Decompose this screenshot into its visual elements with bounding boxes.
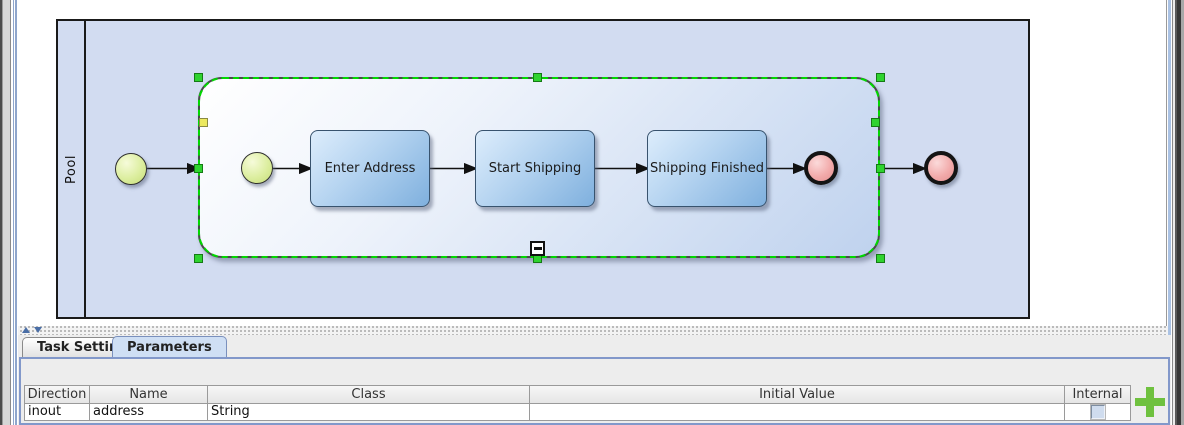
table-row[interactable]: inout address String (24, 404, 1131, 421)
cell-initial-value[interactable] (530, 404, 1065, 421)
selection-handle-n[interactable] (533, 73, 542, 82)
task-label: Shipping Finished (649, 161, 765, 176)
selection-handle-nw[interactable] (194, 73, 203, 82)
selection-handle-w[interactable] (194, 164, 203, 173)
task-label: Enter Address (324, 161, 416, 176)
column-header-direction: Direction (24, 385, 90, 404)
pool-label: Pool (63, 154, 79, 184)
window-frame-left (0, 0, 18, 425)
start-event[interactable] (115, 153, 147, 185)
cell-name[interactable]: address (90, 404, 208, 421)
task-enter-address[interactable]: Enter Address (310, 130, 430, 207)
column-header-initial-value: Initial Value (530, 385, 1065, 404)
task-start-shipping[interactable]: Start Shipping (475, 130, 595, 207)
pool-label-band: Pool (58, 21, 86, 317)
plus-icon (1146, 387, 1154, 417)
connection-anchor[interactable] (199, 118, 208, 127)
task-label: Start Shipping (488, 161, 582, 176)
splitter-collapse-down-icon[interactable] (34, 327, 42, 333)
properties-panel: Task Settings Parameters Direction Name … (18, 335, 1171, 425)
subprocess-start-event[interactable] (241, 152, 273, 184)
selection-handle-se[interactable] (876, 254, 885, 263)
selection-handle-e[interactable] (876, 164, 885, 173)
parameters-table: Direction Name Class Initial Value Inter… (24, 385, 1131, 421)
collapse-subprocess-button[interactable] (530, 241, 545, 256)
internal-checkbox[interactable] (1090, 405, 1105, 419)
cell-direction[interactable]: inout (24, 404, 90, 421)
end-event[interactable] (924, 151, 958, 185)
subprocess-end-event[interactable] (804, 151, 838, 185)
cell-internal[interactable] (1065, 404, 1131, 421)
column-header-internal: Internal (1065, 385, 1131, 404)
splitter-expand-up-icon[interactable] (22, 327, 30, 333)
table-header-row: Direction Name Class Initial Value Inter… (24, 385, 1131, 404)
selection-handle-ne[interactable] (876, 73, 885, 82)
tab-label: Parameters (127, 340, 212, 355)
minus-icon (533, 247, 542, 250)
column-header-name: Name (90, 385, 208, 404)
connection-anchor[interactable] (871, 118, 880, 127)
tab-content-panel: Direction Name Class Initial Value Inter… (19, 357, 1170, 425)
task-shipping-finished[interactable]: Shipping Finished (647, 130, 767, 207)
horizontal-splitter[interactable] (18, 326, 1168, 335)
tab-parameters[interactable]: Parameters (112, 336, 227, 357)
selection-handle-sw[interactable] (194, 254, 203, 263)
window-frame-right (1166, 0, 1184, 425)
table-actions (1133, 385, 1171, 425)
cell-class[interactable]: String (208, 404, 530, 421)
add-parameter-button[interactable] (1135, 387, 1165, 417)
column-header-class: Class (208, 385, 530, 404)
tab-label: Task Settings (37, 340, 136, 355)
